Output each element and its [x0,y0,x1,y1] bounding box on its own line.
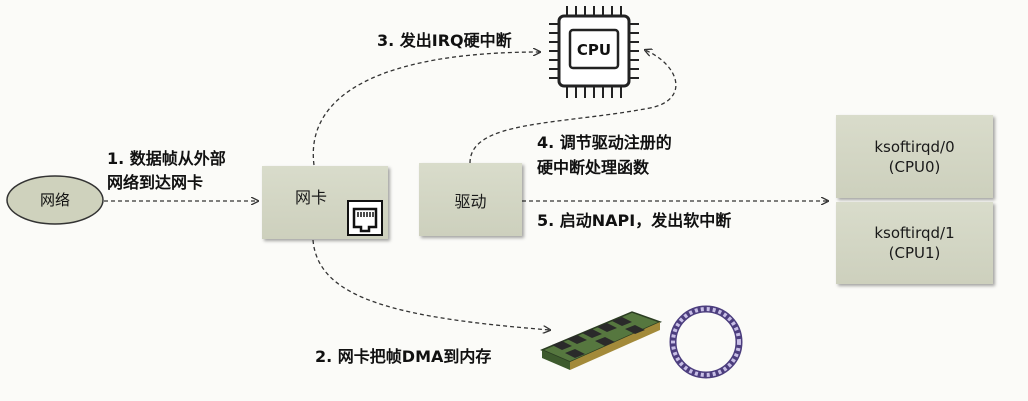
ksoftirqd-cpu1-cpu: (CPU1) [888,244,941,262]
cpu-node-label: CPU [576,41,612,59]
network-node-shape [6,175,104,225]
ksoftirqd-cpu0-cpu: (CPU0) [888,157,941,176]
arrow-nic-to-memory [312,239,550,330]
driver-node: 驱动 [419,163,522,236]
arrow-nic-to-cpu [312,52,540,166]
ksoftirqd-cpu0-node: ksoftirqd/0 (CPU0) [836,115,993,198]
ksoftirqd-cpu1-node: ksoftirqd/1 (CPU1) [836,202,993,284]
step-4-label-line2: 硬中断处理函数 [537,158,650,177]
ring-buffer-icon [669,305,743,379]
step-5-label: 5. 启动NAPI，发出软中断 [537,211,732,230]
ram-module-icon [540,311,663,370]
driver-node-label: 驱动 [454,191,487,211]
nic-node-label: 网卡 [294,187,327,207]
cpu-chip-icon [549,6,639,98]
step-1-label-line1: 1. 数据帧从外部 [107,149,226,168]
ksoftirqd-cpu1-name: ksoftirqd/1 [874,224,955,242]
step-2-label: 2. 网卡把帧DMA到内存 [315,347,492,366]
network-node-label: 网络 [39,191,70,209]
step-4-label-line1: 4. 调节驱动注册的 [537,133,672,152]
step-3-label: 3. 发出IRQ硬中断 [377,31,512,50]
ethernet-port-icon [347,200,383,236]
ksoftirqd-cpu0-name: ksoftirqd/0 [874,137,955,156]
step-1-label-line2: 网络到达网卡 [107,173,204,192]
